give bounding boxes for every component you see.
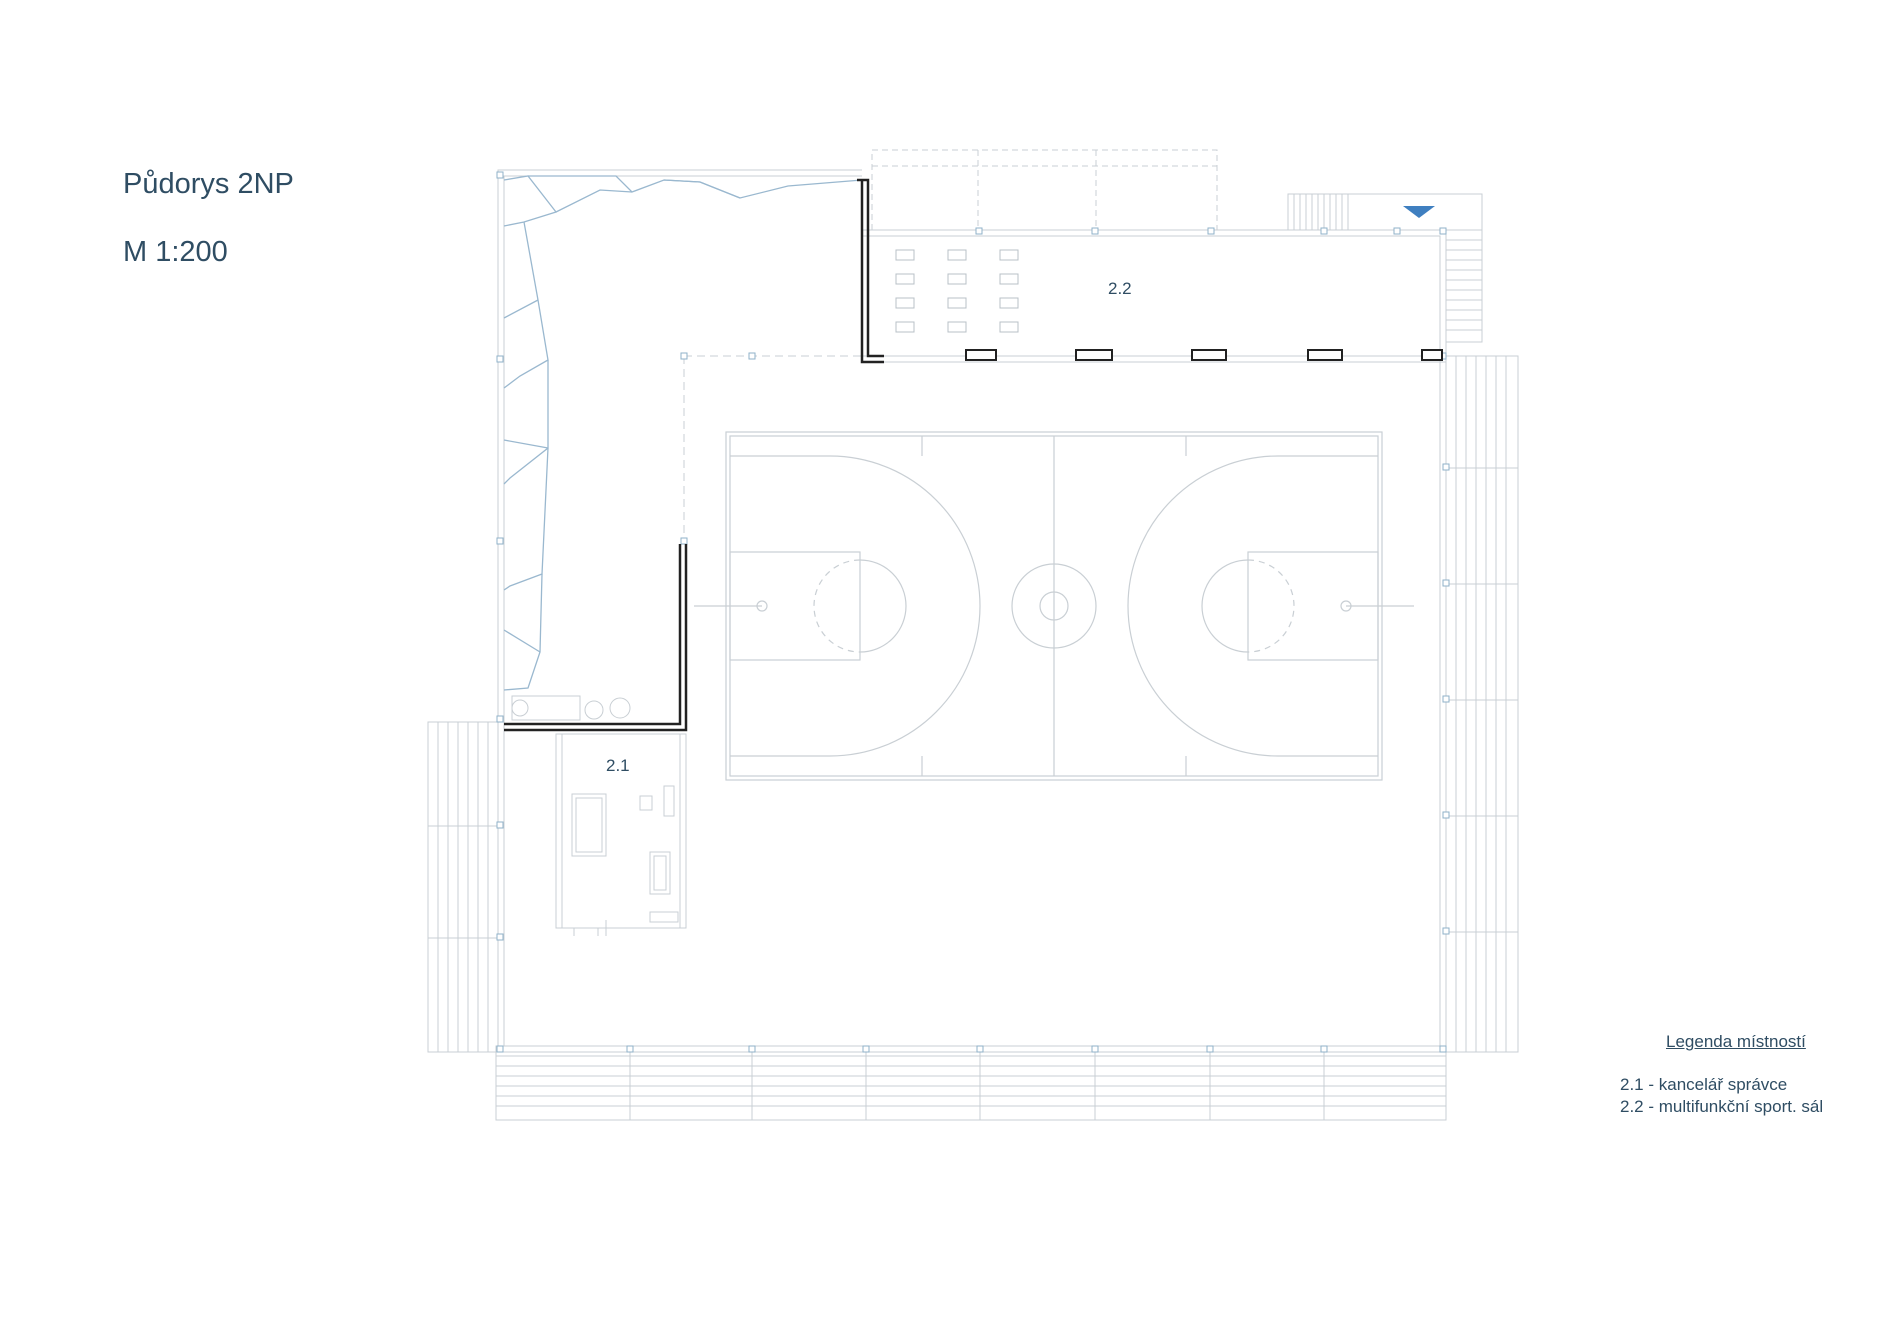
terrace-left	[427, 721, 499, 1053]
columns	[496, 171, 1450, 1053]
faceted-glass-facade	[503, 175, 863, 691]
office-room	[511, 695, 687, 936]
terrace-right	[1445, 355, 1519, 1053]
terrace-bottom	[495, 1045, 1447, 1121]
room-label-2-1: 2.1	[606, 756, 630, 775]
room-label-2-2: 2.2	[1108, 279, 1132, 298]
canopy-outline	[871, 149, 1218, 231]
interior-walls	[504, 178, 884, 732]
basketball-court	[694, 431, 1414, 781]
legend-item: 2.1 - kancelář správce	[1620, 1075, 1788, 1094]
wall-piers	[965, 349, 1443, 361]
plan-title: Půdorys 2NP	[123, 168, 294, 200]
building-envelope	[497, 169, 1447, 1053]
seating-grid	[895, 249, 1019, 333]
legend-item: 2.2 - multifunkční sport. sál	[1620, 1097, 1824, 1116]
plan-scale: M 1:200	[123, 236, 228, 268]
entrance-marker	[1403, 206, 1435, 218]
legend-title: Legenda místností	[1666, 1032, 1806, 1051]
stair-right	[1445, 229, 1483, 343]
legend-items: 2.1 - kancelář správce 2.2 - multifunkčn…	[1620, 1074, 1823, 1118]
